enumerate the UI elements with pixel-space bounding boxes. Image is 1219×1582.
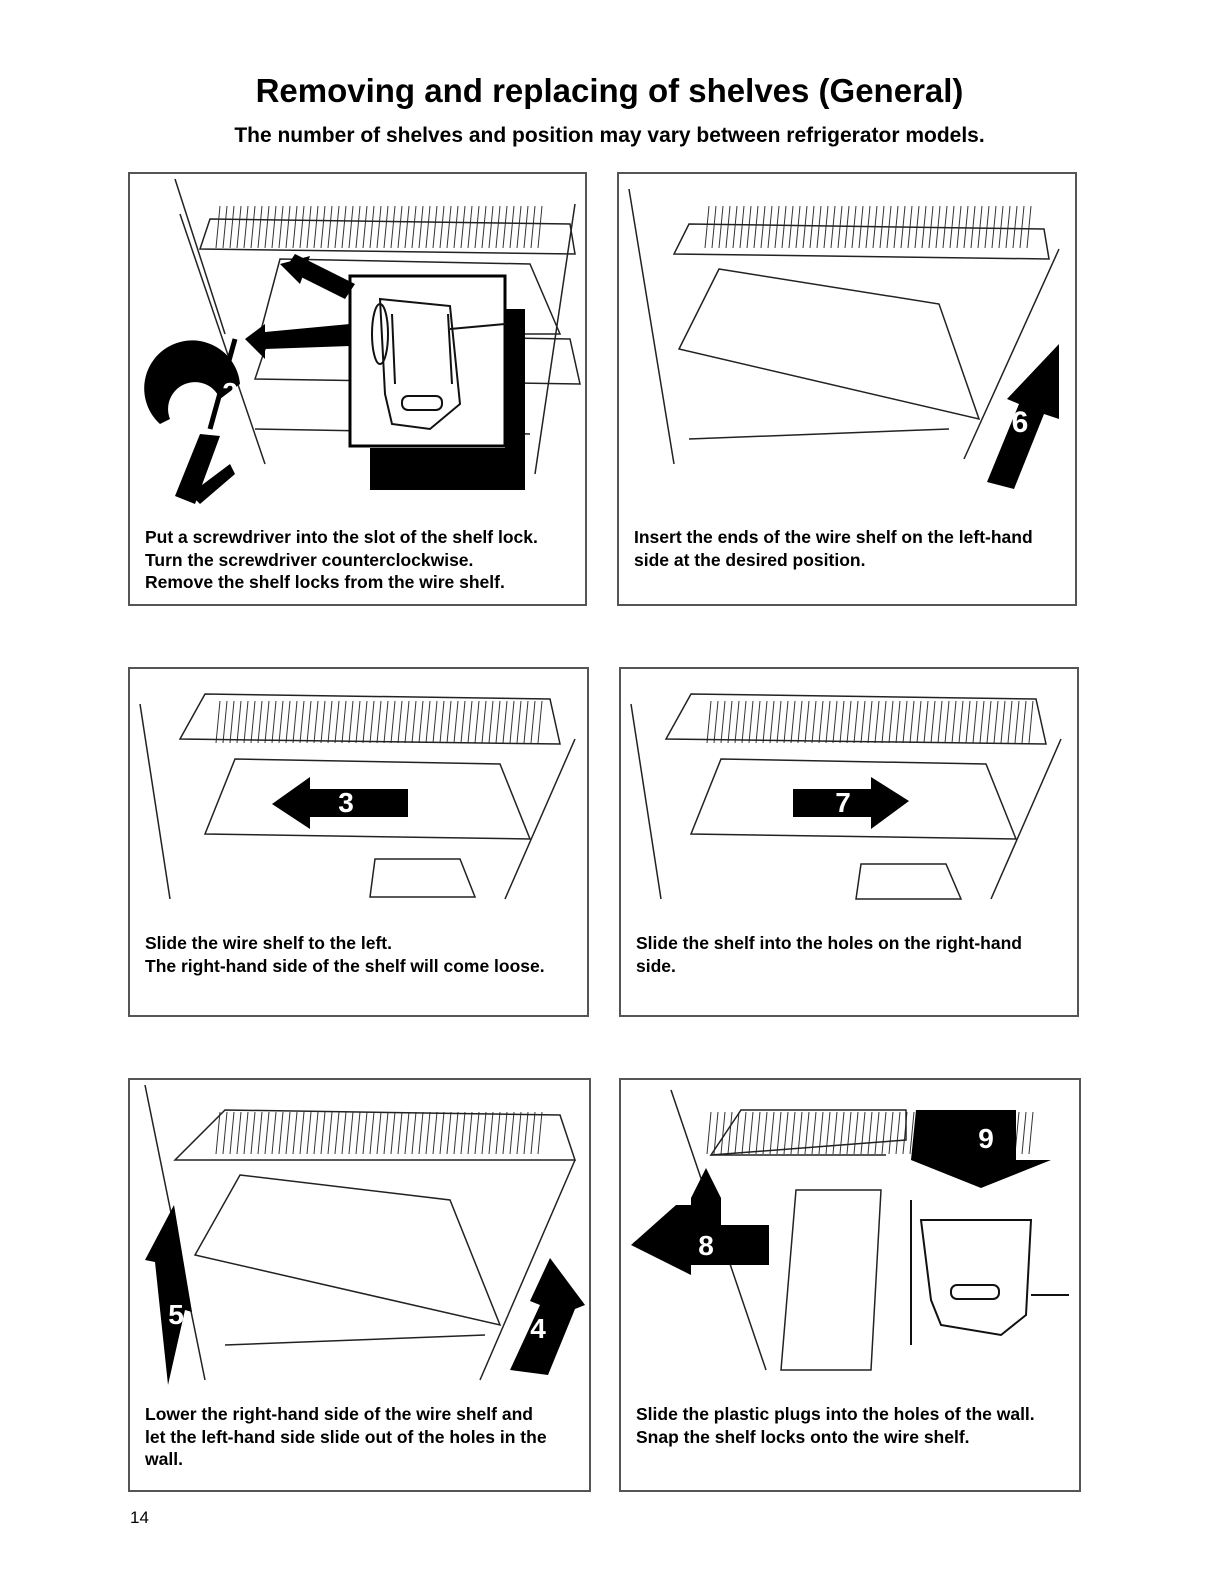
caption-line: let the left-hand side slide out of the … [145, 1426, 547, 1447]
step-number-6: 6 [1012, 406, 1029, 439]
step-number-1: 1 [554, 448, 571, 481]
caption-line: Insert the ends of the wire shelf on the… [634, 527, 1033, 547]
caption-line: Remove the shelf locks from the wire she… [145, 572, 505, 592]
instruction-panel-remove-locks: 1 2 Put a screwdriver into the slot of t… [128, 172, 587, 606]
illustration-screwdriver-shelf-lock: 1 2 [144, 178, 581, 504]
instruction-panel-lower-shelf: 5 4 Lower the right-hand side of the wir… [128, 1078, 591, 1492]
instruction-panel-slide-left: 3 Slide the wire shelf to the left. The … [128, 667, 589, 1017]
arrow-7-icon [793, 777, 909, 829]
instruction-panel-plugs-locks: 9 8 Slide the plastic plugs into the hol… [619, 1078, 1081, 1492]
rotation-arrow-icon [144, 340, 240, 504]
caption-line: Slide the shelf into the holes on the ri… [636, 933, 1022, 953]
instruction-panel-slide-right: 7 Slide the shelf into the holes on the … [619, 667, 1079, 1017]
arrow-2a-icon [245, 324, 350, 359]
panel-caption: Slide the wire shelf to the left. The ri… [145, 932, 577, 977]
step-number-8: 8 [698, 1230, 714, 1261]
step-number-4: 4 [530, 1313, 546, 1344]
wire-shelf-hatching [215, 700, 543, 744]
page-subtitle: The number of shelves and position may v… [234, 124, 985, 147]
instruction-panel-insert-left: 6 Insert the ends of the wire shelf on t… [617, 172, 1077, 606]
page-number: 14 [130, 1508, 149, 1527]
shelf-lock-closeup [910, 1200, 1069, 1345]
shelf-lock-closeup [371, 297, 506, 431]
caption-line: Turn the screwdriver counterclockwise. [145, 549, 474, 570]
step-number-5: 5 [168, 1299, 184, 1330]
arrow-5-icon [145, 1205, 192, 1385]
panel-caption: Insert the ends of the wire shelf on the… [634, 526, 1065, 571]
caption-line: side at the desired position. [634, 549, 866, 570]
arrow-6-icon [987, 344, 1059, 489]
caption-line: wall. [145, 1449, 183, 1469]
caption-line: Slide the plastic plugs into the holes o… [636, 1404, 1035, 1424]
arrow-9-icon [911, 1110, 1051, 1188]
caption-line: side. [636, 955, 676, 976]
panel-caption: Slide the plastic plugs into the holes o… [636, 1403, 1069, 1448]
wire-shelf-hatching [215, 205, 543, 249]
panel-caption: Put a screwdriver into the slot of the s… [145, 526, 575, 594]
panel-caption: Slide the shelf into the holes on the ri… [636, 932, 1067, 977]
step-number-9: 9 [978, 1123, 994, 1154]
wire-shelf-hatching [704, 205, 1032, 249]
illustration-insert-shelf: 6 [628, 188, 1060, 489]
illustration-slide-left: 3 [139, 693, 576, 900]
arrow-1-icon [280, 254, 355, 299]
step-number-3: 3 [338, 787, 354, 818]
screwdriver-icon [175, 338, 238, 504]
illustration-slide-right: 7 [630, 693, 1062, 900]
page-title: Removing and replacing of shelves (Gener… [255, 72, 964, 109]
step-number-7: 7 [835, 787, 851, 818]
arrow-4-icon [510, 1258, 585, 1375]
caption-line: Slide the wire shelf to the left. [145, 933, 392, 953]
caption-line: Put a screwdriver into the slot of the s… [145, 527, 538, 547]
caption-line: Lower the right-hand side of the wire sh… [145, 1404, 533, 1424]
arrow-8-icon [631, 1168, 769, 1275]
illustration-plugs-and-locks: 9 8 [631, 1089, 1069, 1371]
arrow-3-icon [272, 777, 408, 829]
caption-line: The right-hand side of the shelf will co… [145, 955, 545, 976]
caption-line: Snap the shelf locks onto the wire shelf… [636, 1426, 970, 1447]
illustration-lower-shelf: 5 4 [144, 1084, 585, 1385]
panel-caption: Lower the right-hand side of the wire sh… [145, 1403, 579, 1471]
wire-shelf-hatching [706, 700, 1034, 744]
wire-shelf-hatching [215, 1111, 543, 1155]
step-number-2: 2 [222, 377, 238, 408]
